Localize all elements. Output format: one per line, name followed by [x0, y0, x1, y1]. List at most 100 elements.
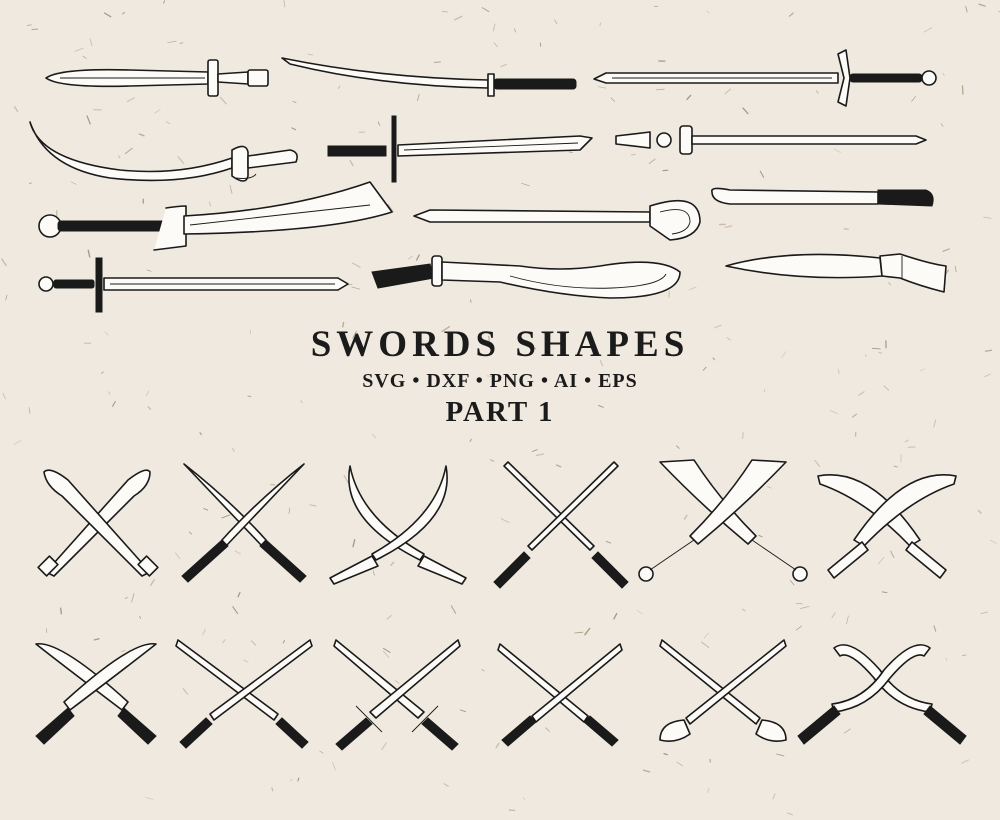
- paper-fiber: [108, 391, 111, 395]
- paper-fiber: [675, 445, 680, 449]
- paper-fiber: [683, 514, 688, 520]
- paper-fiber: [814, 459, 821, 468]
- paper-fiber: [686, 94, 692, 101]
- paper-fiber: [247, 395, 252, 398]
- paper-fiber: [332, 761, 336, 771]
- paper-fiber: [28, 407, 31, 414]
- paper-fiber: [933, 419, 937, 428]
- longsword-icon: [593, 49, 937, 107]
- paper-fiber: [390, 561, 395, 566]
- paper-fiber: [300, 400, 303, 404]
- paper-fiber: [871, 347, 881, 350]
- paper-fiber: [789, 580, 795, 586]
- paper-fiber: [983, 216, 992, 219]
- paper-fiber: [372, 570, 375, 576]
- paper-fiber: [759, 170, 765, 178]
- paper-fiber: [86, 115, 91, 125]
- paper-fiber: [443, 783, 449, 787]
- paper-fiber: [545, 727, 551, 732]
- paper-fiber: [167, 40, 177, 44]
- paper-fiber: [851, 413, 858, 418]
- paper-fiber: [319, 750, 324, 754]
- paper-fiber: [712, 357, 716, 361]
- gladius-icon: [45, 59, 269, 97]
- paper-fiber: [237, 591, 241, 598]
- paper-fiber: [758, 534, 763, 538]
- crusader-sword-icon: [38, 257, 349, 313]
- paper-fiber: [460, 709, 467, 713]
- paper-fiber: [707, 788, 710, 794]
- paper-fiber: [377, 121, 381, 126]
- paper-fiber: [182, 688, 188, 695]
- paper-fiber: [599, 359, 604, 367]
- paper-fiber: [343, 474, 349, 484]
- paper-fiber: [599, 22, 602, 27]
- paper-fiber: [82, 55, 87, 59]
- crossed-gladius-icon: [37, 469, 159, 577]
- crossed-dagger-icon: [175, 639, 313, 749]
- paper-fiber: [177, 156, 185, 164]
- crossed-dao-icon: [638, 459, 808, 582]
- paper-fiber: [574, 631, 584, 634]
- paper-fiber: [554, 19, 558, 24]
- dao-cleaver-icon: [38, 181, 393, 251]
- paper-fiber: [605, 540, 612, 544]
- paper-fiber: [788, 12, 794, 17]
- paper-fiber: [469, 299, 472, 303]
- crossed-katana-icon: [181, 463, 307, 583]
- paper-fiber: [222, 639, 226, 644]
- paper-fiber: [513, 28, 517, 33]
- paper-fiber: [154, 109, 161, 114]
- paper-fiber: [961, 759, 969, 764]
- paper-fiber: [291, 127, 297, 131]
- paper-fiber: [271, 787, 273, 792]
- paper-fiber: [292, 100, 297, 104]
- paper-fiber: [297, 777, 300, 782]
- paper-fiber: [188, 531, 192, 535]
- paper-fiber: [846, 615, 849, 625]
- paper-fiber: [383, 650, 390, 658]
- paper-fiber: [307, 53, 314, 56]
- paper-fiber: [149, 579, 156, 586]
- paper-fiber: [199, 432, 202, 436]
- paper-fiber: [126, 97, 135, 103]
- paper-fiber: [978, 3, 986, 7]
- paper-fiber: [878, 351, 883, 354]
- paper-fiber: [610, 97, 616, 102]
- paper-fiber: [521, 182, 530, 187]
- paper-fiber: [642, 769, 651, 773]
- paper-fiber: [531, 449, 538, 452]
- paper-fiber: [138, 133, 145, 137]
- paper-fiber: [701, 641, 710, 648]
- paper-fiber: [535, 453, 545, 457]
- paper-fiber: [131, 593, 135, 603]
- paper-fiber: [122, 12, 125, 15]
- paper-fiber: [724, 88, 731, 95]
- paper-fiber: [371, 433, 377, 439]
- paper-fiber: [386, 615, 392, 620]
- page-title: SWORDS SHAPES: [310, 324, 690, 365]
- paper-fiber: [26, 24, 32, 27]
- paper-fiber: [231, 447, 235, 452]
- paper-fiber: [489, 459, 495, 462]
- paper-fiber: [453, 15, 463, 21]
- paper-fiber: [174, 552, 181, 560]
- paper-fiber: [450, 605, 457, 614]
- paper-fiber: [441, 10, 448, 13]
- paper-fiber: [59, 607, 63, 615]
- paper-fiber: [766, 485, 772, 489]
- paper-fiber: [146, 269, 152, 272]
- crossed-scimitar-icon: [329, 465, 467, 585]
- paper-fiber: [145, 390, 150, 397]
- paper-fiber: [179, 42, 184, 45]
- paper-fiber: [877, 556, 885, 565]
- paper-fiber: [977, 509, 982, 514]
- paper-fiber: [1, 258, 7, 267]
- paper-fiber: [229, 184, 233, 194]
- crossed-machete-icon: [35, 643, 157, 745]
- paper-fiber: [676, 761, 684, 767]
- paper-fiber: [208, 201, 212, 207]
- paper-fiber: [250, 640, 257, 646]
- paper-fiber: [887, 282, 892, 286]
